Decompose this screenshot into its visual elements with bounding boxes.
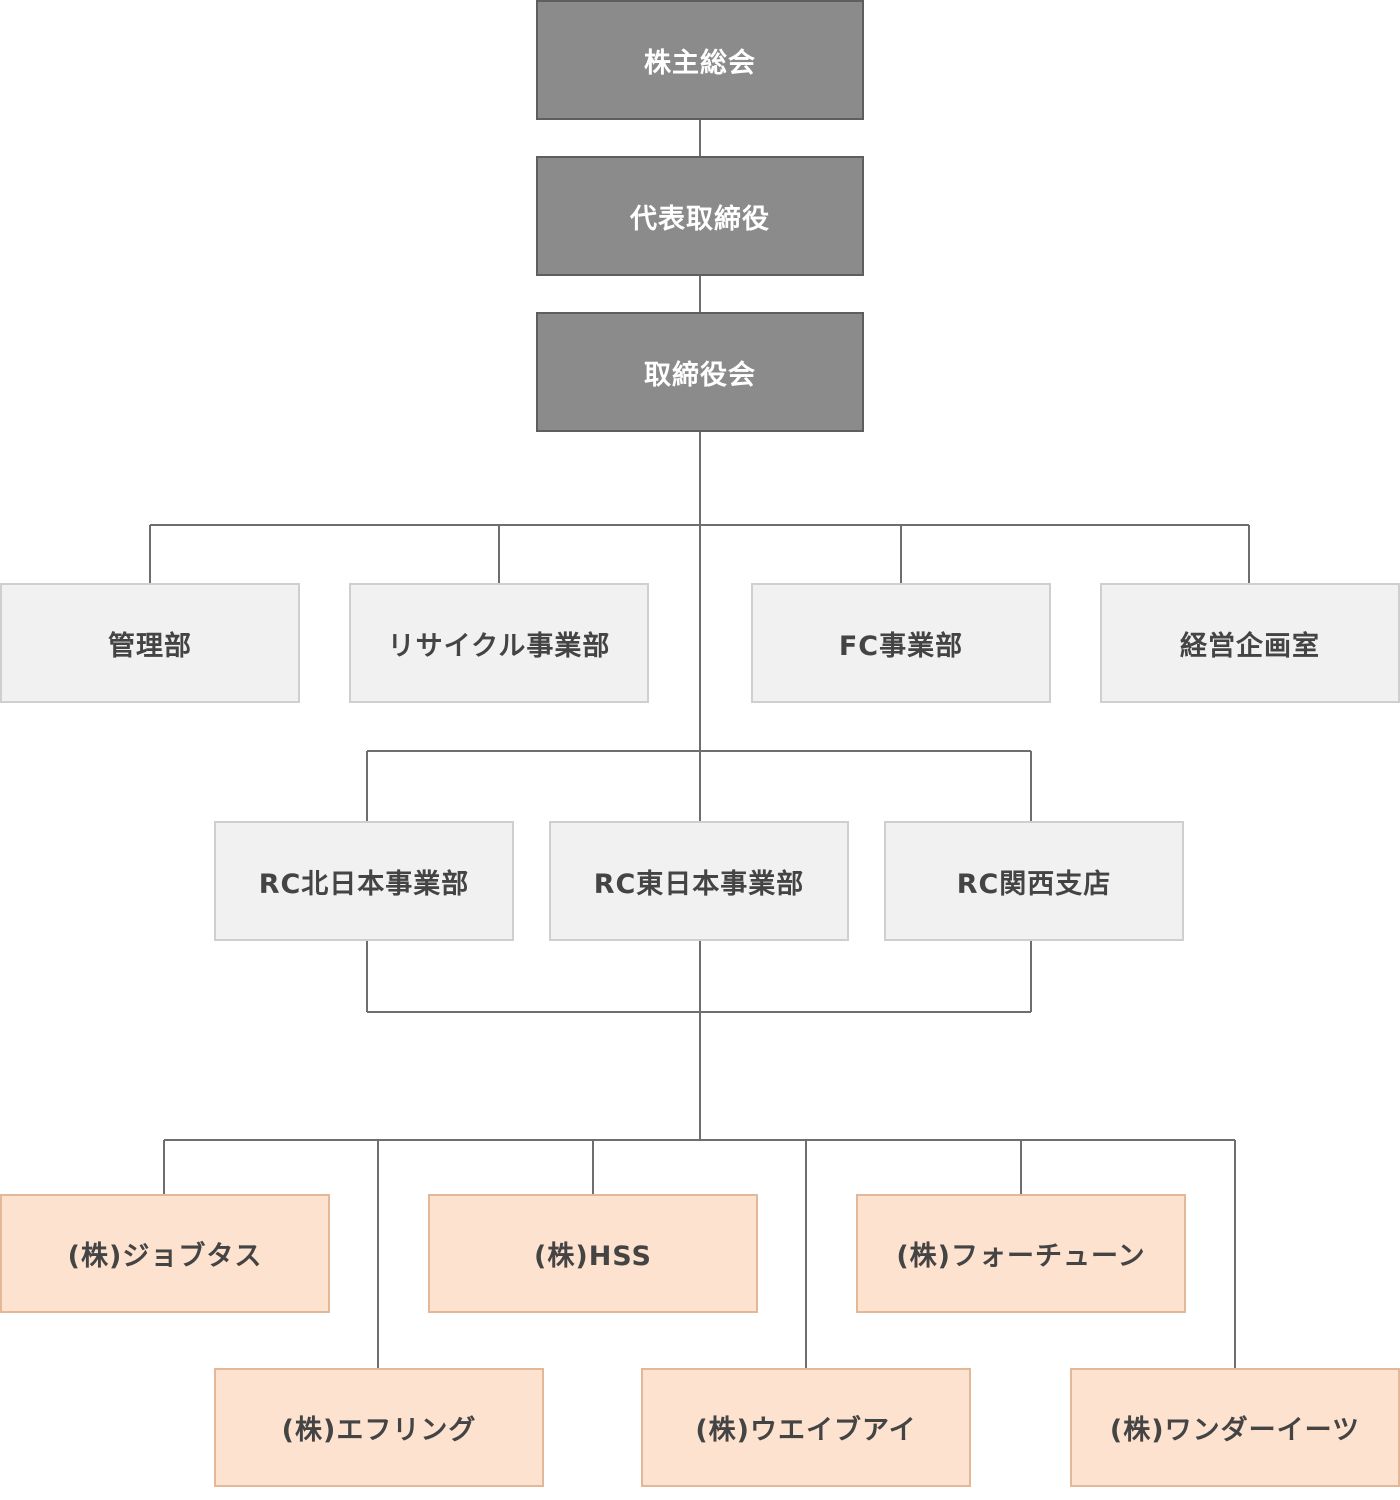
node-fc-dept: FC事業部 <box>751 583 1051 703</box>
node-label: (株)ウエイブアイ <box>695 1415 917 1446</box>
node-label: (株)ワンダーイーツ <box>1109 1415 1361 1446</box>
node-sub-wonder-eats: (株)ワンダーイーツ <box>1070 1368 1400 1487</box>
node-ceo: 代表取締役 <box>536 156 864 276</box>
node-label: RC北日本事業部 <box>258 868 470 900</box>
node-sub-efring: (株)エフリング <box>214 1368 544 1487</box>
node-label: リサイクル事業部 <box>387 630 611 662</box>
node-sub-fortune: (株)フォーチューン <box>856 1194 1186 1313</box>
node-planning-office: 経営企画室 <box>1100 583 1400 703</box>
node-label: (株)フォーチューン <box>896 1241 1146 1272</box>
node-label: FC事業部 <box>838 630 964 662</box>
node-admin-dept: 管理部 <box>0 583 300 703</box>
node-label: 代表取締役 <box>630 203 770 235</box>
node-label: RC東日本事業部 <box>593 868 805 900</box>
node-label: 管理部 <box>108 630 192 662</box>
node-label: RC関西支店 <box>956 868 1112 900</box>
node-label: (株)エフリング <box>281 1415 477 1446</box>
node-label: 経営企画室 <box>1180 630 1320 662</box>
node-shareholders-meeting: 株主総会 <box>536 0 864 120</box>
node-label: 取締役会 <box>644 359 756 391</box>
node-sub-jobtas: (株)ジョブタス <box>0 1194 330 1313</box>
node-label: 株主総会 <box>644 47 756 79</box>
node-recycle-dept: リサイクル事業部 <box>349 583 649 703</box>
node-label: (株)HSS <box>534 1241 652 1272</box>
node-rc-east: RC東日本事業部 <box>549 821 849 941</box>
node-rc-kansai: RC関西支店 <box>884 821 1184 941</box>
node-board: 取締役会 <box>536 312 864 432</box>
node-sub-waveeye: (株)ウエイブアイ <box>641 1368 971 1487</box>
node-sub-hss: (株)HSS <box>428 1194 758 1313</box>
node-rc-north: RC北日本事業部 <box>214 821 514 941</box>
node-label: (株)ジョブタス <box>67 1241 263 1272</box>
